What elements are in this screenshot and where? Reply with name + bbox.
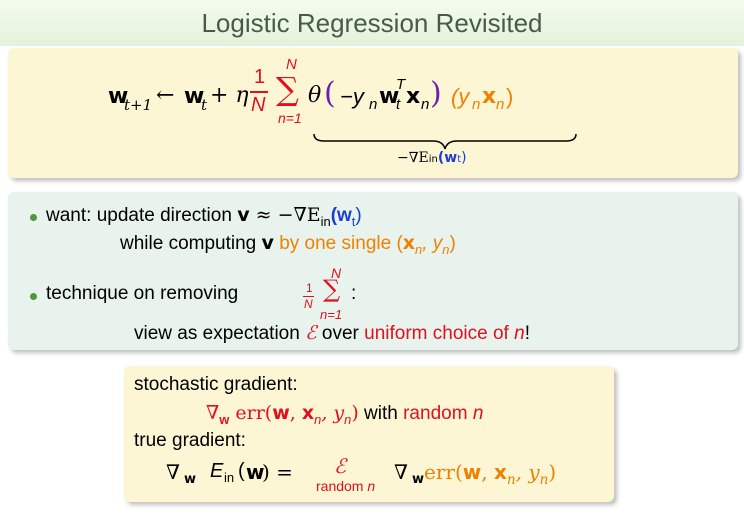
sum-bottom: n=1 [278, 110, 302, 126]
sum-top: N [286, 56, 297, 73]
paren-open: ( [324, 76, 336, 111]
n-sub-1: n [369, 96, 378, 113]
tg-paren: ( [238, 460, 245, 482]
w-next: w [108, 84, 129, 109]
w-bold: w [379, 84, 400, 109]
tg-in: in [224, 470, 235, 485]
orange-n1: n [472, 96, 481, 113]
neg-y: −y [340, 84, 364, 109]
tg-err: err(w, xn, yn) [424, 460, 557, 488]
bullet-2-line-1: technique on removing 1 N N ∑ n=1 : [46, 265, 357, 322]
gradient-box [124, 366, 614, 502]
b2-sum-top: N [331, 265, 342, 281]
arrow: ← [156, 83, 175, 108]
tg-random: random n [316, 478, 376, 494]
orange-open: (y [451, 84, 470, 109]
b2-frac-num: 1 [306, 281, 313, 295]
underbrace [313, 133, 577, 150]
b2-frac-den: N [304, 297, 313, 311]
b2-sum-bottom: n=1 [320, 307, 343, 322]
frac-num: 1 [254, 66, 266, 88]
t-plus-1: t+1 [124, 96, 153, 114]
bullets-box [8, 192, 738, 350]
b2-frac-line [303, 296, 314, 297]
title-bar [0, 0, 744, 46]
plus-eta: + η [210, 83, 249, 108]
bullet-2 [30, 293, 37, 300]
tg-E: E [210, 460, 224, 482]
tg-w-sub-2: w [412, 472, 425, 487]
orange-close: ) [506, 84, 514, 109]
bullet-1-line-1: want: update direction v ≈ −∇Ein(wt) [46, 204, 362, 229]
formula-box [8, 48, 738, 178]
w-t: w [184, 84, 205, 109]
t-sub-2: t [396, 96, 401, 113]
tg-nabla: ∇ [166, 460, 180, 484]
b2-sum: ∑ [323, 275, 341, 303]
bullet-1-line-2: while computing v by one single (xn, yn) [120, 232, 456, 257]
stochastic-gradient-formula: ∇w err(w, xn, yn) with random n [206, 402, 484, 427]
tg-w-bold: w [246, 460, 265, 484]
true-gradient-formula: ∇ w E in ( w ) = ℰ random n ∇ w err(w, x… [166, 452, 606, 498]
orange-n2: n [496, 96, 505, 113]
tg-eq: ) = [262, 460, 293, 484]
slide-title: Logistic Regression Revisited [201, 8, 543, 38]
tg-calE: ℰ [334, 454, 347, 478]
frac-den: N [251, 94, 266, 116]
x-bold: x [406, 84, 421, 109]
b2-colon: : [351, 283, 357, 304]
paren-close: ) [430, 76, 442, 111]
frac-line [250, 91, 268, 93]
tg-nabla-2: ∇ [394, 460, 408, 484]
orange-x: x [482, 84, 497, 109]
tg-w-sub: w [184, 472, 197, 487]
true-gradient-label: true gradient: [134, 430, 246, 451]
n-sub-2: n [421, 96, 430, 113]
t-sub: t [201, 96, 208, 114]
T-sup: T [396, 76, 406, 93]
bullet-2-line-2: view as expectation ℰ over uniform choic… [134, 322, 530, 344]
stochastic-gradient-label: stochastic gradient: [134, 374, 298, 395]
theta: θ [308, 83, 322, 108]
sum-symbol: ∑ [276, 70, 299, 108]
brace-label: −∇Ein(wt) [397, 150, 467, 166]
update-rule: w t+1 ← w t + η 1 N N ∑ n=1 θ ( −y n w T… [108, 56, 608, 134]
bullet-1 [30, 214, 37, 221]
